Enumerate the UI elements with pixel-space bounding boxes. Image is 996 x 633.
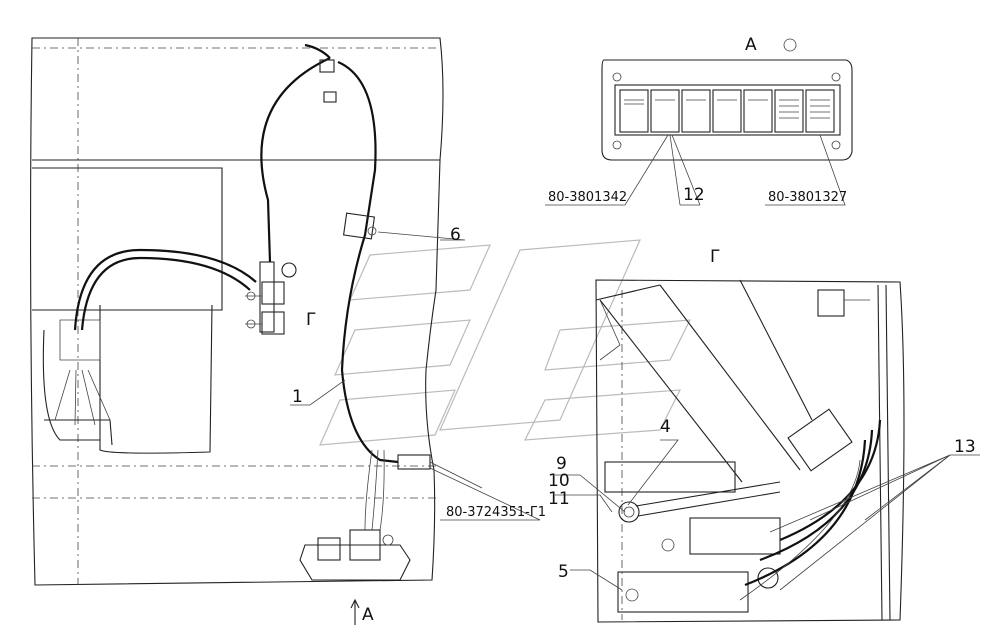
labels: А Г Г А 1 4 5 6 9 10 11 12 13 80-3801342…: [292, 35, 976, 625]
view-g-title: Г: [710, 247, 720, 267]
callout-4: 4: [660, 417, 671, 437]
view-g-detail: [595, 279, 905, 623]
view-a-panel: [601, 38, 853, 161]
part-number-left: 80-3801342: [548, 190, 627, 205]
callout-6: 6: [450, 225, 461, 245]
view-a-title: А: [745, 35, 757, 55]
view-g-marker: Г: [306, 310, 316, 330]
callout-1: 1: [292, 387, 303, 407]
panel-leaders: [545, 134, 846, 206]
arrow-a-label: А: [362, 605, 374, 625]
callout-10: 10: [548, 471, 570, 491]
harness-left: [54, 248, 257, 426]
part-number-harness: 80-3724351-Г1: [446, 505, 546, 520]
callout-12: 12: [683, 185, 705, 205]
callout-9: 9: [556, 454, 567, 474]
part-number-right: 80-3801327: [768, 190, 847, 205]
leader-lines: [290, 231, 980, 591]
bottom-switch-block: [299, 529, 411, 625]
cab-outline: [29, 37, 444, 586]
callout-11: 11: [548, 489, 570, 509]
watermark-logo: [319, 239, 692, 446]
relay-bracket: [245, 261, 297, 335]
callout-13: 13: [954, 437, 976, 457]
main-harness: [260, 43, 483, 531]
switch-row: [619, 89, 835, 133]
callout-5: 5: [558, 562, 569, 582]
